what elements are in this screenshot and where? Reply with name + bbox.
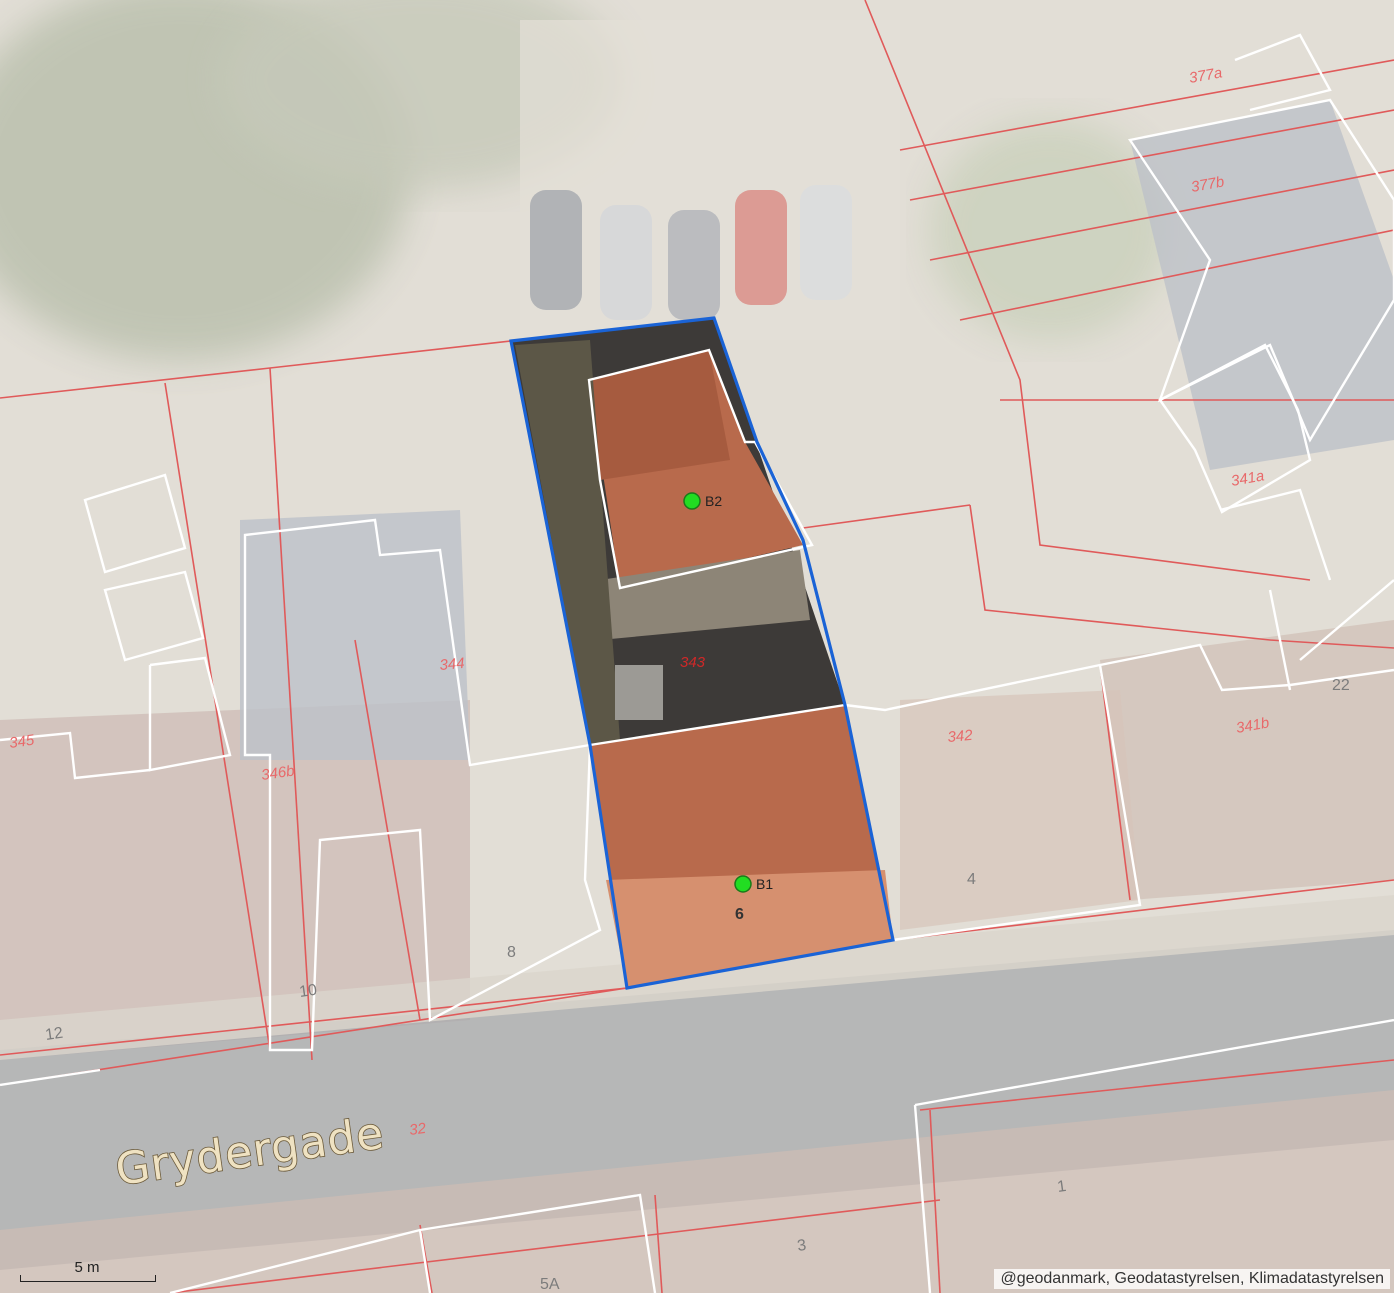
- building-point-marker-icon[interactable]: [683, 492, 701, 510]
- scale-bar: 5 m: [12, 1259, 162, 1287]
- parcel-label: 344: [439, 655, 465, 674]
- scale-bar-line: [20, 1275, 156, 1282]
- scale-bar-label: 5 m: [74, 1259, 100, 1276]
- parcel-label: 342: [947, 727, 974, 746]
- parcel-labels: 377a 377b 341a 343 344 341b 342 345 346b…: [8, 64, 1270, 1139]
- parcel-label: 341a: [1230, 467, 1266, 490]
- house-number: 8: [507, 944, 516, 961]
- house-number: 22: [1332, 677, 1350, 694]
- building-point-label: B2: [705, 493, 722, 509]
- building-point-marker-icon[interactable]: [734, 875, 752, 893]
- building-point-b1[interactable]: B1: [734, 875, 773, 893]
- building-point-label: B1: [756, 876, 773, 892]
- parcel-label: 343: [680, 654, 706, 671]
- house-number: 6: [735, 906, 744, 923]
- parcel-label: 377a: [1188, 64, 1224, 87]
- parcel-label: 346b: [260, 762, 295, 783]
- house-number: 10: [298, 982, 318, 1001]
- selected-parcel-outline[interactable]: [509, 316, 895, 990]
- parcel-label: 377b: [1190, 173, 1226, 196]
- house-number: 4: [967, 871, 976, 888]
- parcel-label: 345: [8, 732, 36, 752]
- parcel-label: 341b: [1235, 714, 1271, 737]
- house-numbers: 22 6 4 8 10 12 1 3 5A: [44, 677, 1350, 1293]
- house-number: 3: [796, 1237, 807, 1255]
- house-number: 12: [44, 1025, 64, 1044]
- building-point-b2[interactable]: B2: [683, 492, 722, 510]
- map-attribution: @geodanmark, Geodatastyrelsen, Klimadata…: [994, 1269, 1390, 1289]
- house-number: 5A: [540, 1276, 560, 1293]
- building-outlines: [0, 33, 1394, 1293]
- house-number: 1: [1056, 1178, 1067, 1196]
- parcel-label: 32: [408, 1120, 428, 1139]
